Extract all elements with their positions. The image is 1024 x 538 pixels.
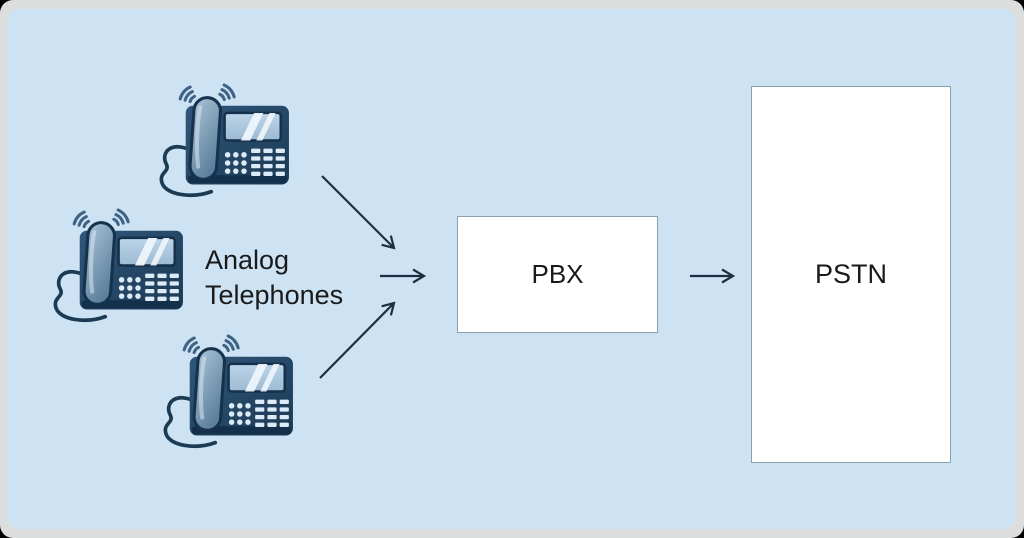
diagram-canvas: Analog Telephones PBX PSTN	[7, 9, 1016, 529]
pbx-node: PBX	[457, 216, 658, 333]
pbx-node-label: PBX	[531, 259, 584, 289]
analog-telephones-label: Analog Telephones	[205, 245, 344, 310]
pstn-node: PSTN	[751, 86, 951, 463]
arrow-top-phone-to-pbx	[321, 175, 396, 250]
arrow-bottom-phone-to-pbx	[319, 301, 396, 379]
analog-telephone-icon	[157, 330, 295, 453]
pstn-node-label: PSTN	[814, 259, 887, 289]
analog-telephone-icon	[47, 204, 185, 327]
analog-telephone-icon	[153, 79, 291, 202]
